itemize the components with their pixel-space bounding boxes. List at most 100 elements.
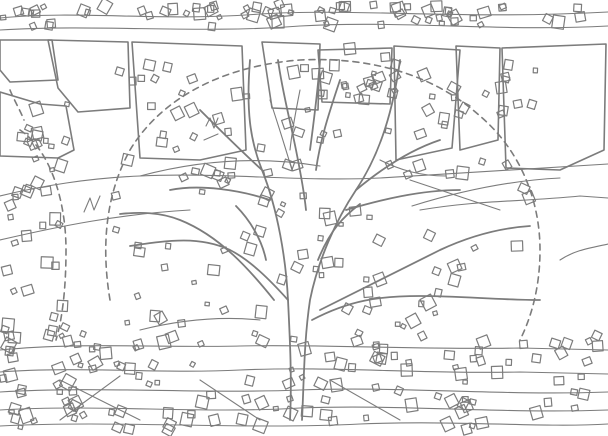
confetti-square-icon (144, 10, 154, 21)
confetti-square-icon (162, 61, 173, 73)
confetti-square-icon (560, 336, 574, 351)
confetti-square-icon (280, 116, 295, 130)
confetti-square-icon (404, 397, 419, 413)
confetti-square-icon (186, 73, 199, 85)
confetti-square-icon (11, 185, 24, 200)
confetti-square-icon (147, 102, 156, 111)
confetti-square-icon (474, 416, 490, 430)
confetti-square-icon (574, 11, 587, 23)
confetti-square-icon (475, 334, 492, 350)
confetti-square-icon (318, 207, 331, 220)
confetti-square-icon (69, 352, 83, 366)
confetti-square-icon (190, 167, 201, 176)
confetti-square-icon (386, 87, 399, 100)
confetti-square-icon (51, 361, 67, 376)
confetti-square-icon (40, 256, 54, 269)
confetti-square-icon (510, 240, 524, 252)
confetti-square-icon (456, 262, 467, 272)
confetti-square-icon (142, 58, 157, 72)
confetti-square-icon (187, 409, 196, 419)
confetti-square-icon (512, 98, 523, 109)
confetti-square-icon (332, 128, 343, 139)
confetti-square-icon (377, 20, 385, 30)
confetti-square-icon (252, 417, 269, 435)
confetti-square-icon (320, 395, 331, 405)
confetti-square-icon (255, 333, 271, 349)
confetti-square-icon (76, 3, 91, 19)
confetti-square-icon (435, 13, 443, 22)
confetti-square-icon (183, 101, 200, 119)
confetti-square-icon (205, 390, 217, 400)
confetti-square-icon (178, 89, 186, 98)
confetti-square-icon (58, 332, 66, 340)
confetti-square-icon (440, 120, 449, 130)
confetti-square-icon (313, 376, 329, 391)
confetti-square-icon (257, 194, 271, 208)
confetti-square-icon (317, 89, 326, 98)
confetti-square-icon (304, 106, 311, 113)
confetti-square-icon (48, 311, 59, 322)
confetti-square-icon (548, 337, 562, 350)
confetti-square-icon (478, 157, 487, 166)
confetti-square-icon (457, 101, 471, 115)
confetti-square-icon (362, 414, 370, 422)
confetti-square-icon (56, 388, 64, 395)
confetti-square-icon (39, 185, 53, 197)
confetti-square-icon (153, 310, 168, 326)
confetti-square-icon (256, 143, 266, 153)
confetti-square-icon (285, 394, 294, 403)
confetti-square-icon (532, 67, 539, 74)
confetti-square-icon (389, 1, 402, 13)
confetti-square-icon (468, 422, 476, 430)
confetti-square-icon (113, 360, 121, 368)
confetti-square-icon (224, 127, 233, 137)
confetti-square-icon (0, 373, 8, 383)
confetti-square-icon (341, 82, 350, 91)
confetti-square-icon (145, 380, 153, 388)
confetti-square-icon (7, 331, 22, 344)
confetti-square-icon (132, 344, 140, 352)
confetti-square-icon (113, 404, 128, 419)
confetti-square-icon (591, 340, 604, 353)
confetti-square-icon (470, 243, 479, 252)
confetti-square-icon (416, 330, 428, 342)
confetti-square-icon (242, 4, 251, 12)
confetti-square-icon (316, 136, 325, 144)
confetti-square-icon (44, 20, 54, 31)
confetti-square-icon (333, 356, 348, 372)
confetti-square-icon (410, 14, 422, 26)
confetti-square-icon (430, 0, 443, 13)
ground-lines (0, 345, 608, 427)
confetti-square-icon (577, 387, 591, 401)
confetti-square-icon (393, 385, 405, 397)
confetti-square-icon (317, 89, 328, 100)
confetti-square-icon (243, 241, 258, 257)
confetti-square-icon (0, 317, 16, 333)
confetti-square-icon (123, 362, 136, 375)
confetti-square-icon (84, 8, 92, 17)
confetti-square-icon (17, 406, 35, 425)
confetti-square-icon (419, 293, 438, 312)
confetti-square-icon (61, 334, 74, 348)
confetti-square-icon (0, 14, 7, 21)
confetti-square-icon (469, 354, 478, 363)
confetti-square-icon (399, 322, 407, 330)
confetti-square-icon (422, 228, 437, 243)
confetti-square-icon (453, 366, 469, 382)
confetti-square-icon (279, 201, 287, 208)
confetti-square-icon (182, 9, 191, 18)
confetti-square-icon (12, 5, 25, 17)
confetti-square-icon (189, 132, 199, 142)
confetti-square-icon (494, 80, 508, 95)
confetti-square-icon (450, 93, 459, 102)
confetti-square-icon (253, 224, 267, 238)
confetti-square-icon (475, 355, 487, 367)
confetti-square-icon (16, 131, 29, 143)
confetti-square-icon (31, 138, 43, 150)
confetti-square-icon (300, 405, 314, 418)
confetti-square-icon (282, 405, 299, 422)
confetti-square-icon (164, 242, 172, 250)
confetti-square-icon (23, 183, 33, 194)
confetti-square-icon (133, 241, 143, 250)
